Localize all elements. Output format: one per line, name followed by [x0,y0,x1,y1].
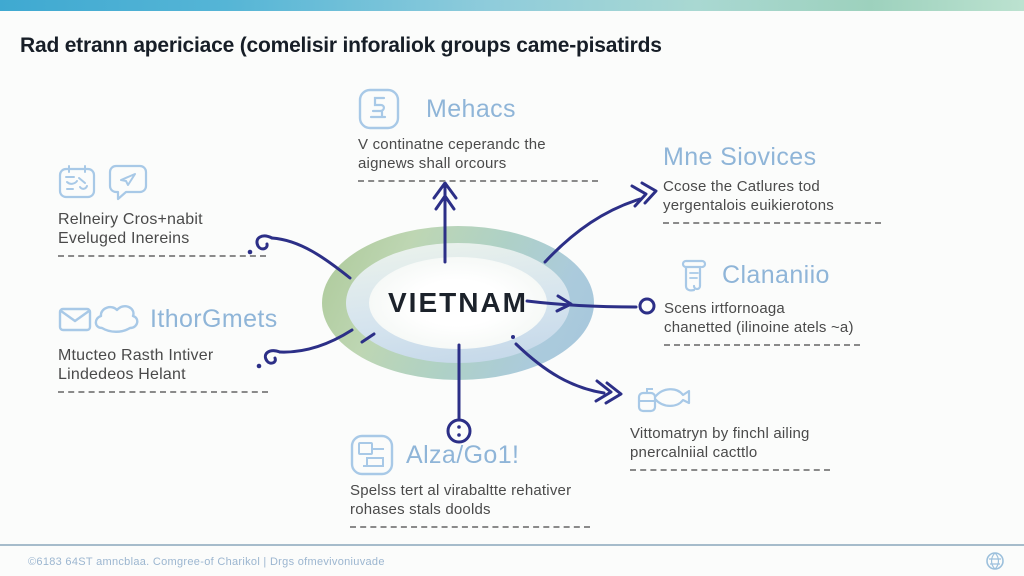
node-clananiio-line2: chanetted (ilinoine atels ~a) [664,319,854,336]
globe-icon [985,551,1005,571]
dashed-underline [58,391,268,393]
node-virtomatyn: Vittomatryn by finchl ailing pnercalniia… [630,381,830,471]
node-relneiry: Relneiry Cros+nabit Eveluged Inereins [58,163,266,257]
footer-text: ©6183 64ST amncblaa. Comgree-of Charikol… [28,556,385,568]
dashed-underline [350,526,590,528]
node-virtomatyn-line2: pnercalniial cacttlo [630,444,758,461]
node-services-line1: Ccose the Catlures tod [663,178,820,195]
node-mehacs-line2: aignews shall orcours [358,155,507,172]
node-ithorgmets-line2: Lindedeos Helant [58,366,186,383]
node-ithorgmets-line1: Mtucteo Rasth Intiver [58,347,214,364]
node-relneiry-line2: Eveluged Inereins [58,230,190,247]
node-clananiio-title: Clananiio [722,260,830,289]
top-gradient-bar [0,0,1024,11]
node-alzagol-title: Alza/Go1! [406,440,520,469]
dashed-underline [663,222,881,224]
dashed-underline [664,344,860,346]
chat-plane-icon [108,163,148,201]
node-alzagol: Alza/Go1! Spelss tert al virabaltte reha… [350,434,590,528]
cloud-icon [92,300,140,338]
node-virtomatyn-line1: Vittomatryn by finchl ailing [630,425,810,442]
node-relneiry-line1: Relneiry Cros+nabit [58,211,203,228]
node-mehacs-title: Mehacs [426,94,516,123]
dashed-underline [358,180,598,182]
node-alzagol-line2: rohases stals doolds [350,501,491,518]
page-title: Rad etrann apericiace (comelisir inforal… [20,34,662,58]
hand-box-icon [358,88,400,130]
node-ithorgmets-title: IthorGmets [150,304,278,333]
footer-divider [0,544,1024,546]
center-label: VIETNAM [388,287,528,318]
calendar-icon [58,164,96,200]
node-mehacs-line1: V continatne ceperandc the [358,136,546,153]
node-clananiio: Clananiio Scens irtfornoaga chanetted (i… [664,256,860,346]
ellipse-inner [369,257,547,349]
fish-robot-icon [635,381,693,419]
node-services-title: Mne Siovices [663,143,817,171]
dashed-underline [630,469,830,471]
node-services-line2: yergentalois euikierotons [663,197,834,214]
app-window-icon [350,434,394,476]
dashed-underline [58,255,266,257]
node-ithorgmets: IthorGmets Mtucteo Rasth Intiver Lindede… [58,300,278,393]
node-clananiio-line1: Scens irtfornoaga [664,300,785,317]
scroll-icon [678,256,708,294]
envelope-icon [58,303,92,335]
center-ellipse: VIETNAM [322,226,594,380]
node-alzagol-line1: Spelss tert al virabaltte rehativer [350,482,572,499]
node-mehacs: Mehacs V continatne ceperandc the aignew… [358,88,598,182]
node-services: Mne Siovices Ccose the Catlures tod yerg… [663,143,881,224]
